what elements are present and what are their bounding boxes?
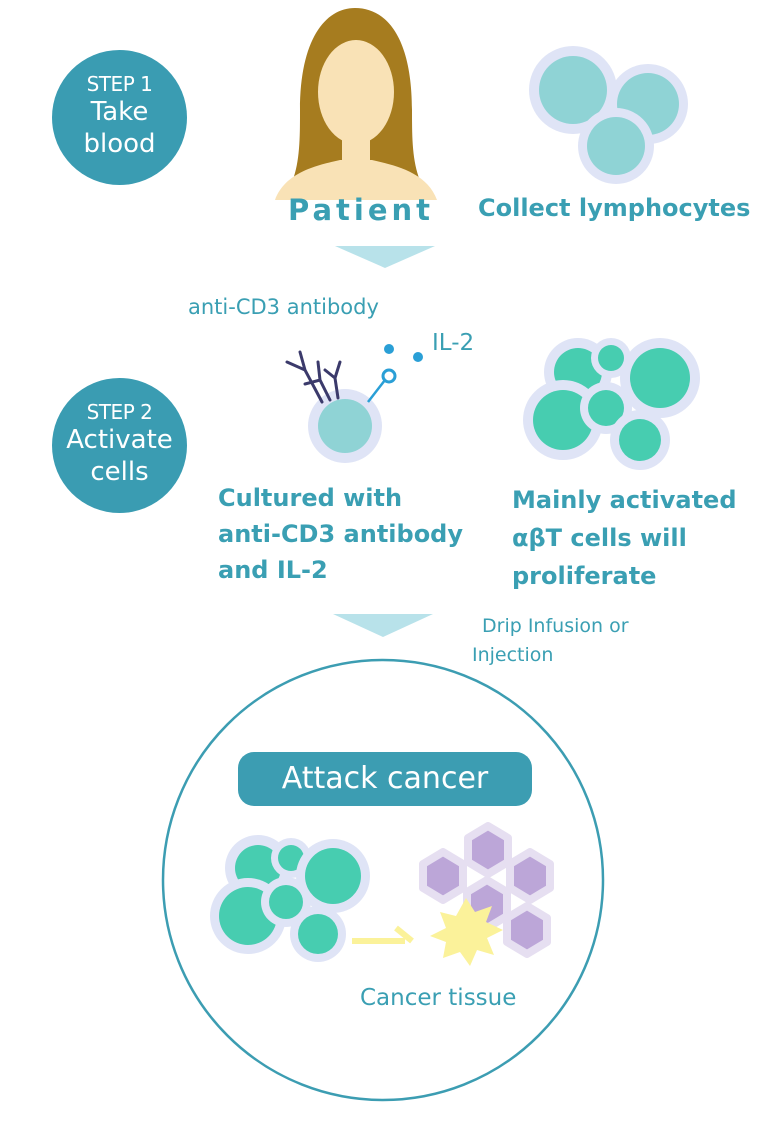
step2-title-line1: Activate — [66, 425, 173, 455]
cultured-text: Cultured with anti-CD3 antibody and IL-2 — [218, 480, 463, 588]
activated-line2: αβT cells will — [512, 524, 687, 552]
lymphocyte-cluster — [529, 46, 688, 184]
step1-title-line2: blood — [83, 129, 156, 159]
collect-lymphocytes-label: Collect lymphocytes — [478, 194, 751, 222]
step1-badge: STEP 1 Take blood — [52, 50, 187, 185]
activated-text: Mainly activated αβT cells will prolifer… — [512, 481, 737, 595]
attack-arrow-icon — [352, 925, 414, 944]
activated-line3: proliferate — [512, 562, 657, 590]
patient-label: Patient — [288, 193, 435, 227]
patient-face — [318, 40, 394, 144]
cultured-line2: anti-CD3 antibody — [218, 520, 464, 548]
infusion-line1: Drip Infusion or — [482, 615, 629, 637]
antibody-label: anti-CD3 antibody — [188, 295, 379, 319]
il2-icon — [367, 344, 423, 403]
cancer-tissue-label: Cancer tissue — [360, 985, 517, 1011]
infusion-text: Drip Infusion or Injection — [472, 612, 629, 670]
attack-cell-cluster — [210, 835, 370, 962]
step2-title-line2: cells — [90, 457, 149, 487]
patient-figure — [275, 8, 437, 200]
antibody-icon — [285, 350, 342, 404]
attack-burst-icon — [430, 898, 503, 966]
infusion-line2: Injection — [472, 644, 554, 666]
step1-title-line1: Take — [90, 97, 149, 127]
cancer-tissue-icon — [419, 822, 554, 958]
step2-step-label: STEP 2 — [86, 400, 153, 424]
patient-body — [275, 160, 437, 200]
attack-cancer-label: Attack cancer — [238, 752, 532, 806]
activated-cell-cluster — [523, 338, 700, 470]
arrow-down-2 — [333, 614, 433, 637]
arrow-down-1 — [335, 246, 435, 268]
il2-label: IL-2 — [432, 330, 475, 356]
cultured-line1: Cultured with — [218, 484, 403, 512]
culture-cell-group — [285, 344, 423, 463]
activated-line1: Mainly activated — [512, 486, 737, 514]
cultured-line3: and IL-2 — [218, 556, 328, 584]
step2-badge: STEP 2 Activate cells — [52, 378, 187, 513]
step1-step-label: STEP 1 — [86, 72, 153, 96]
